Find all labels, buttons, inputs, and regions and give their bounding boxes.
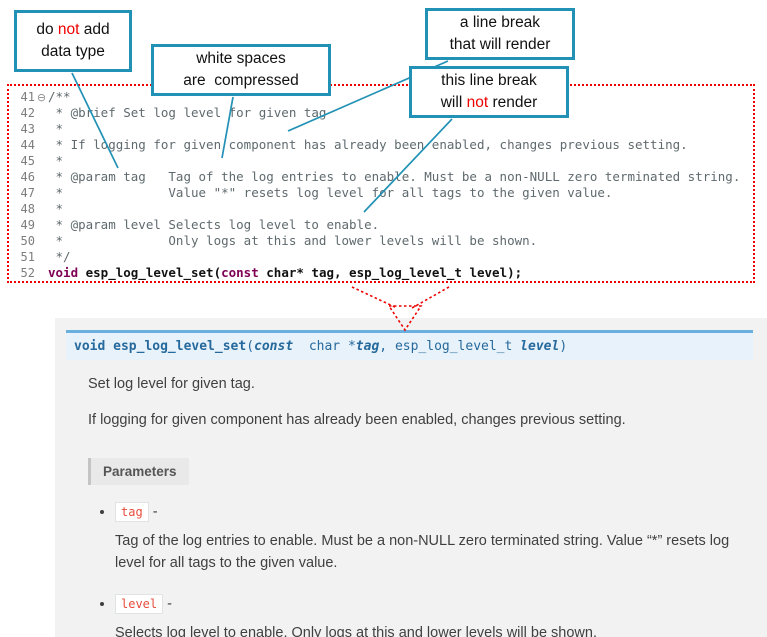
- code-line: 41⊖/**: [11, 89, 753, 105]
- list-item: tag - Tag of the log entries to enable. …: [115, 501, 753, 575]
- callout-text-part: render: [488, 94, 538, 111]
- callout-no-datatype: do not add data type: [14, 10, 132, 72]
- code-line: 51 */: [11, 249, 753, 265]
- param-description: Selects log level to enable. Only logs a…: [115, 625, 597, 637]
- detailed-description: If logging for given component has alrea…: [88, 411, 626, 428]
- line-number: 42: [20, 106, 35, 120]
- keyword: const: [221, 265, 259, 280]
- callout-text: are compressed: [183, 72, 299, 89]
- code-line: 46 * @param tag Tag of the log entries t…: [11, 169, 753, 185]
- callout-whitespace: white spaces are compressed: [151, 44, 331, 96]
- rendered-docs-panel: void esp_log_level_set(const char *tag, …: [55, 318, 767, 637]
- code-line: 48 *: [11, 201, 753, 217]
- down-arrow-right-edge: [411, 286, 450, 309]
- callout-text: data type: [41, 43, 105, 60]
- signature-separator: ,: [379, 339, 395, 354]
- code-line: 50 * Only logs at this and lower levels …: [11, 233, 753, 249]
- callout-text-part: do: [36, 20, 58, 38]
- code-editor-snippet: 41⊖/** 42 * @brief Set log level for giv…: [7, 84, 755, 283]
- parameters-heading: Parameters: [88, 457, 189, 485]
- line-number: 52: [20, 266, 35, 280]
- code-line: 45 *: [11, 153, 753, 169]
- brief-description: Set log level for given tag.: [88, 376, 255, 392]
- keyword: void: [48, 265, 79, 280]
- line-number: 41: [20, 90, 35, 104]
- callout-text: will not render: [441, 92, 538, 114]
- signature-arg-level: level: [520, 339, 560, 354]
- param-dash: -: [148, 503, 158, 520]
- param-name-tag: tag: [115, 501, 149, 522]
- code-line: 49 * @param level Selects log level to e…: [11, 217, 753, 233]
- parameter-list: tag - Tag of the log entries to enable. …: [88, 501, 753, 637]
- fold-icon: ⊖: [36, 91, 47, 104]
- callout-break-norender: this line break will not render: [409, 66, 569, 118]
- callout-text-emphasis: not: [466, 94, 489, 111]
- line-number: 51: [20, 250, 35, 264]
- code-line: 47 * Value "*" resets log level for all …: [11, 185, 753, 201]
- code-text: * Only logs at this and lower levels wil…: [48, 233, 538, 248]
- code-text: * @param level Selects log level to enab…: [48, 217, 380, 232]
- signature-const-keyword: const: [254, 339, 301, 354]
- code-line: 43 *: [11, 121, 753, 137]
- code-text: * If logging for given component has alr…: [48, 137, 688, 152]
- callout-text: a line break: [459, 13, 541, 31]
- code-line-declaration: 52 void esp_log_level_set(const char* tag…: [11, 265, 753, 281]
- param-dash: -: [163, 595, 172, 612]
- function-signature: void esp_log_level_set(const char *tag, …: [66, 330, 753, 360]
- callout-text-part: add: [79, 20, 110, 38]
- line-number: 49: [20, 218, 35, 232]
- signature-paren: ): [559, 339, 568, 354]
- param-name-level: level: [115, 593, 164, 614]
- code-text: */: [48, 249, 71, 264]
- line-number: 45: [20, 154, 35, 168]
- code-text: * @brief Set log level for given tag: [48, 105, 327, 120]
- code-line: 42 * @brief Set log level for given tag: [11, 105, 753, 121]
- line-number: 44: [20, 138, 35, 152]
- code-text: * Value "*" resets log level for all tag…: [48, 185, 613, 200]
- line-number: 47: [20, 186, 35, 200]
- callout-text: white spaces: [196, 49, 286, 67]
- signature-keyword: void: [74, 339, 114, 354]
- line-number: 43: [20, 122, 35, 136]
- signature-function-name: esp_log_level_set: [113, 339, 247, 354]
- code-text: char* tag, esp_log_level_t level);: [258, 265, 523, 280]
- line-number: 46: [20, 170, 35, 184]
- code-text: *: [48, 201, 64, 216]
- down-arrow-left-edge: [351, 286, 398, 309]
- code-text: /**: [48, 89, 71, 104]
- list-item: level - Selects log level to enable. Onl…: [115, 593, 753, 637]
- code-text: * @param tag Tag of the log entries to e…: [48, 169, 741, 184]
- callout-text: this line break: [441, 71, 537, 89]
- callout-text: do not add: [36, 19, 109, 41]
- code-text: *: [48, 121, 64, 136]
- callout-text-part: will: [440, 94, 467, 111]
- line-number: 50: [20, 234, 35, 248]
- callout-text: that will render: [449, 36, 551, 53]
- param-description: Tag of the log entries to enable. Must b…: [115, 532, 730, 572]
- signature-type: esp_log_level_t: [394, 339, 521, 354]
- signature-type: char *: [301, 339, 356, 354]
- code-text: esp_log_level_set(: [78, 265, 222, 280]
- callout-text-emphasis: not: [57, 20, 80, 38]
- signature-paren: (: [246, 339, 255, 354]
- code-text: *: [48, 153, 64, 168]
- line-number: 48: [20, 202, 35, 216]
- callout-break-render: a line break that will render: [425, 8, 575, 60]
- code-line: 44 * If logging for given component has …: [11, 137, 753, 153]
- signature-arg-tag: tag: [355, 339, 380, 354]
